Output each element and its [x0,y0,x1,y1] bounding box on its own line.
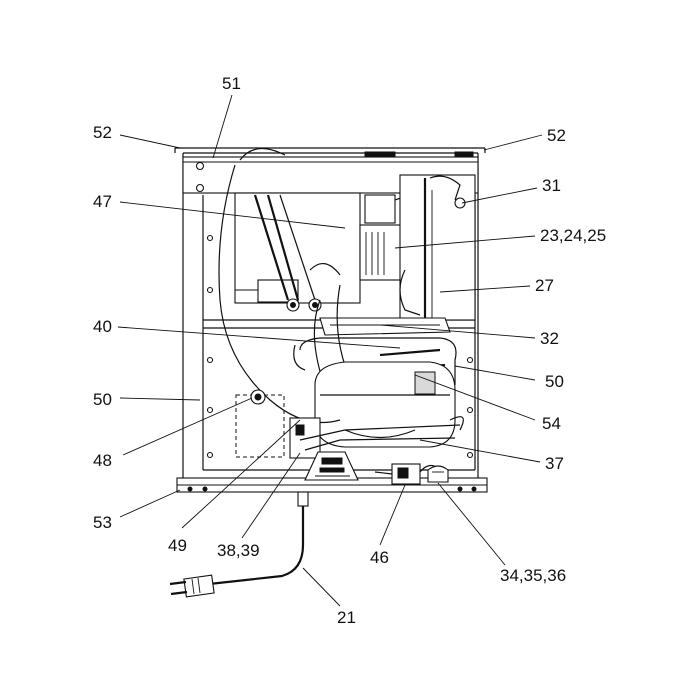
compressor [314,361,464,448]
callout-23-24-25: 23,24,25 [540,226,607,245]
callout-50-left: 50 [93,390,112,409]
callout-48: 48 [93,451,112,470]
callout-40: 40 [93,317,112,336]
callout-49: 49 [168,536,187,555]
callout-46: 46 [370,548,389,567]
callout-21: 21 [337,608,356,627]
callout-52-right: 52 [547,126,566,145]
callout-31: 31 [542,176,561,195]
leader-lines [117,94,543,607]
callout-34-35-36: 34,35,36 [500,566,567,585]
callout-47: 47 [93,192,112,211]
power-cord [169,491,309,598]
callout-53: 53 [93,513,112,532]
callout-54: 54 [542,414,561,433]
motor-housing [234,192,361,312]
control-box [235,389,461,459]
callout-37: 37 [545,454,564,473]
right-side-assembly [399,174,476,325]
motor-assembly [359,194,434,281]
callout-38-39: 38,39 [217,541,260,560]
switch-component [374,463,441,485]
callout-50-right: 50 [545,372,564,391]
terminal-block [304,451,359,481]
callout-52-left: 52 [93,123,112,142]
callout-51: 51 [222,74,241,93]
callout-32: 32 [540,329,559,348]
callout-27: 27 [535,276,554,295]
filter-component [427,465,449,483]
